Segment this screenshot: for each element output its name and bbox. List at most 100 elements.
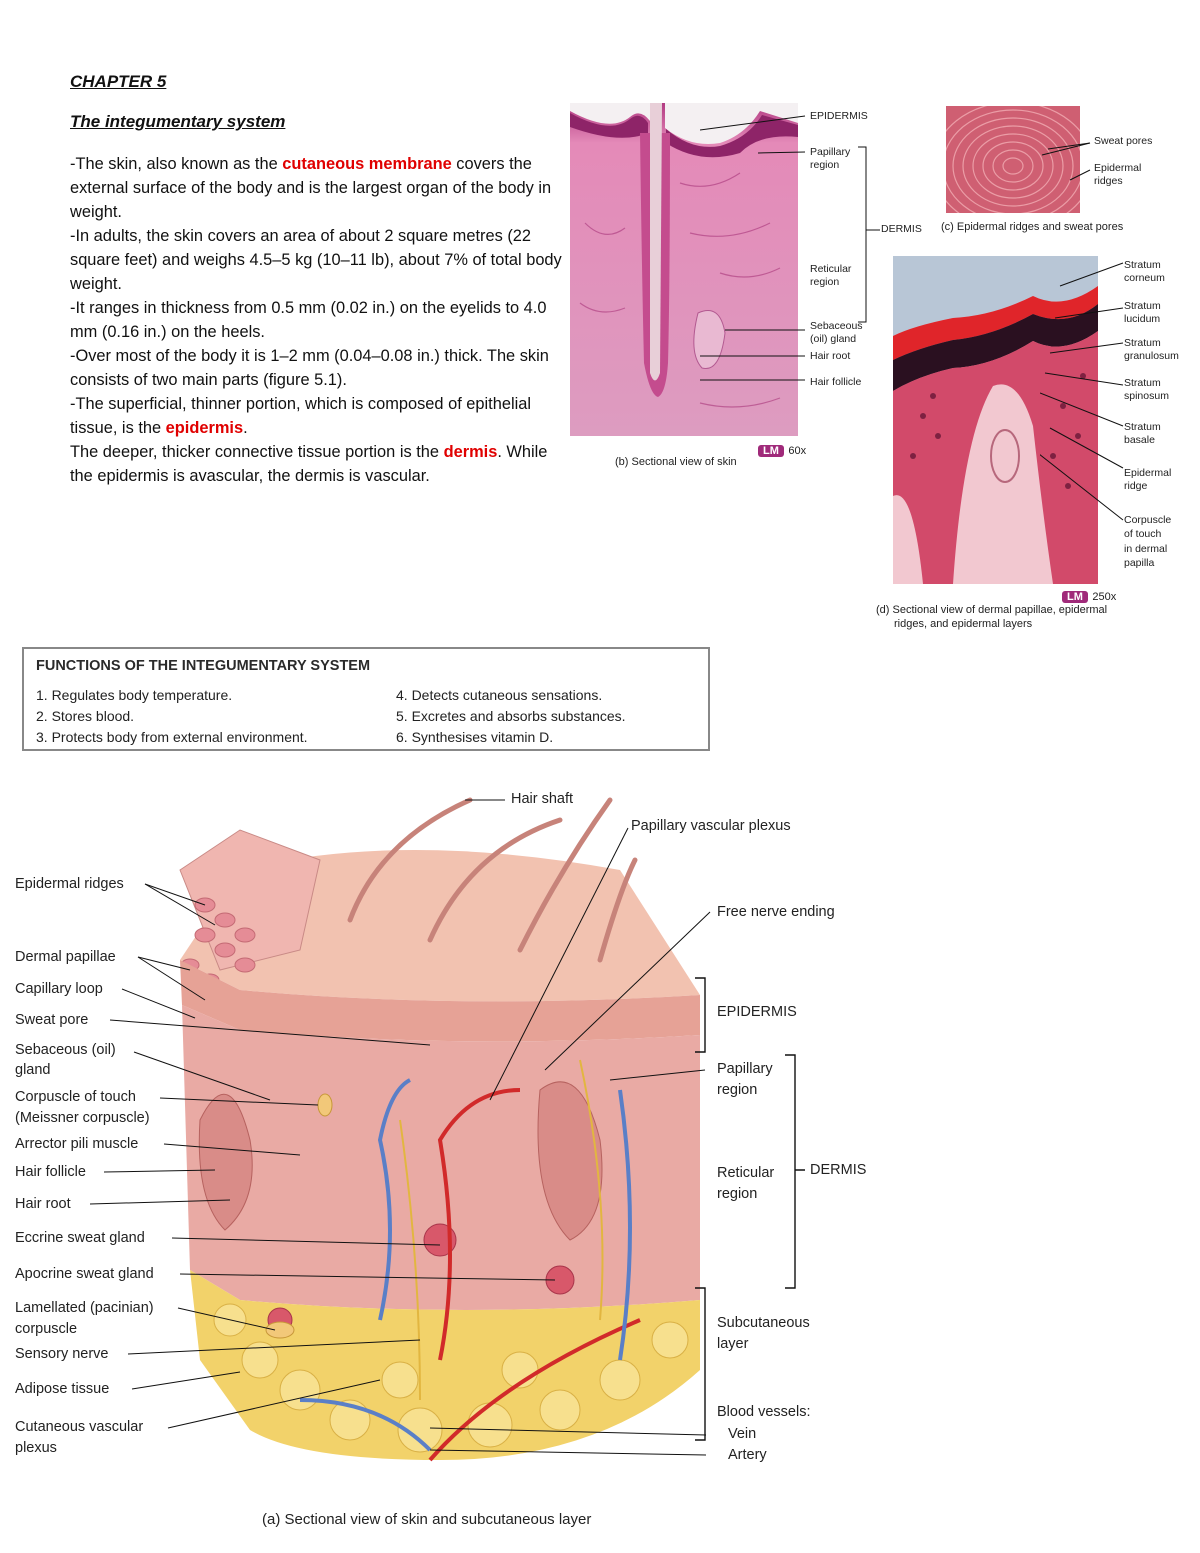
hair-shafts: [347, 797, 638, 963]
function-item: 6. Synthesises vitamin D.: [396, 729, 554, 745]
label-free-nerve-ending: Free nerve ending: [717, 904, 835, 920]
dermis-bracket: [858, 146, 880, 323]
label-sebaceous-gland-2: gland: [15, 1062, 51, 1078]
label-eccrine-sweat-gland: Eccrine sweat gland: [15, 1230, 145, 1246]
label-stratum-lucidum-2: lucidum: [1124, 313, 1161, 325]
text-run: The deeper, thicker connective tissue po…: [70, 443, 444, 461]
epidermis-layer: [180, 960, 700, 1042]
label-stratum-granulosum-2: granulosum: [1124, 350, 1179, 362]
label-reticular-region: Reticular: [717, 1165, 775, 1181]
figure-a-caption: (a) Sectional view of skin and subcutane…: [262, 1511, 592, 1528]
label-sweat-pore: Sweat pore: [15, 1012, 89, 1028]
label-corpuscle-of-touch-3: in dermal: [1124, 543, 1168, 555]
label-epidermis-a: EPIDERMIS: [717, 1004, 797, 1020]
chapter-title: CHAPTER 5: [70, 72, 167, 91]
label-epidermal-ridges: Epidermal ridges: [15, 876, 124, 892]
label-corpuscle-of-touch-2: of touch: [1124, 528, 1162, 540]
body-text: -The skin, also known as the cutaneous m…: [70, 152, 568, 488]
label-hair-follicle: Hair follicle: [15, 1164, 86, 1180]
paragraph-dermis: The deeper, thicker connective tissue po…: [70, 440, 568, 488]
label-sweat-pores: Sweat pores: [1094, 135, 1153, 147]
figure-c-leader-lines: [1041, 142, 1091, 181]
label-papillary: Papillary: [810, 146, 851, 158]
section-title: The integumentary system: [70, 112, 286, 131]
label-artery: Artery: [728, 1447, 767, 1463]
label-dermal-papillae: Dermal papillae: [15, 949, 116, 965]
label-lamellated-corpuscle: Lamellated (pacinian): [15, 1300, 154, 1316]
text-run: . While the epidermis is avascular, the …: [70, 443, 548, 485]
label-vein: Vein: [728, 1426, 757, 1442]
label-epidermal-ridge-2: ridge: [1124, 480, 1148, 492]
label-stratum-granulosum: Stratum: [1124, 337, 1161, 349]
figure-b-caption: (b) Sectional view of skin: [615, 456, 737, 468]
label-capillary-loop: Capillary loop: [15, 981, 103, 997]
label-papillary-region-2: region: [717, 1082, 758, 1098]
label-stratum-corneum: Stratum: [1124, 259, 1161, 271]
highlight-term: epidermis: [165, 419, 244, 437]
label-adipose-tissue: Adipose tissue: [15, 1381, 110, 1397]
function-item: 2. Stores blood.: [36, 708, 135, 724]
highlight-term: cutaneous membrane: [282, 155, 452, 173]
text-run: -The skin, also known as the: [70, 155, 283, 173]
label-stratum-spinosum-2: spinosum: [1124, 390, 1169, 402]
label-papillary-2: region: [810, 159, 840, 171]
layer-brackets: [695, 977, 805, 1441]
paragraph-skin-parts: -Over most of the body it is 1–2 mm (0.0…: [70, 347, 549, 389]
label-cutaneous-vascular-plexus-2: plexus: [15, 1440, 57, 1456]
label-hair-follicle: Hair follicle: [810, 376, 862, 388]
label-reticular-region-2: region: [717, 1186, 758, 1202]
text-run: .: [243, 419, 248, 437]
figure-d-leader-lines: [1040, 262, 1124, 521]
label-stratum-spinosum: Stratum: [1124, 377, 1161, 389]
label-dermis-a: DERMIS: [810, 1162, 867, 1178]
blood-vessels: [299, 1078, 641, 1462]
lm-badge: LM: [758, 445, 784, 457]
dermal-papillae: [180, 897, 256, 987]
label-lamellated-corpuscle-2: corpuscle: [15, 1321, 78, 1337]
label-stratum-corneum-2: corneum: [1124, 272, 1165, 284]
skin-block-diagram: [89, 797, 805, 1462]
functions-title: FUNCTIONS OF THE INTEGUMENTARY SYSTEM: [36, 658, 371, 674]
label-sebaceous-gland: Sebaceous (oil): [15, 1042, 116, 1058]
figure-d-caption: (d) Sectional view of dermal papillae, e…: [876, 604, 1108, 616]
label-corpuscle-of-touch-4: papilla: [1124, 557, 1155, 569]
label-reticular: Reticular: [810, 263, 852, 275]
micrograph-d-drawing: [893, 256, 1098, 584]
label-dermis: DERMIS: [881, 223, 922, 235]
label-apocrine-sweat-gland: Apocrine sweat gland: [15, 1266, 154, 1282]
paragraph-skin-area: -In adults, the skin covers an area of a…: [70, 227, 562, 293]
highlight-term: dermis: [443, 443, 498, 461]
label-corpuscle-of-touch: Corpuscle: [1124, 514, 1172, 526]
micrograph-epidermal-layers: [893, 256, 1098, 584]
label-subcutaneous-layer: Subcutaneous: [717, 1315, 810, 1331]
label-epidermal-ridges: Epidermal: [1094, 162, 1142, 174]
magnification: 60x: [788, 445, 807, 457]
fingerprint-drawing: [946, 106, 1080, 213]
micrograph-b-drawing: [570, 103, 798, 436]
label-subcutaneous-layer-2: layer: [717, 1336, 749, 1352]
label-hair-shaft: Hair shaft: [511, 791, 574, 807]
label-papillary-vascular-plexus: Papillary vascular plexus: [631, 818, 791, 834]
diagram-leader-lines: [89, 799, 711, 1456]
paragraph-epidermis: -The superficial, thinner portion, which…: [70, 392, 568, 440]
label-arrector-pili-muscle: Arrector pili muscle: [15, 1136, 139, 1152]
label-sebaceous-2: (oil) gland: [810, 333, 857, 345]
function-item: 3. Protects body from external environme…: [36, 729, 308, 745]
label-meissner-corpuscle: (Meissner corpuscle): [15, 1110, 150, 1126]
function-item: 5. Excretes and absorbs substances.: [396, 708, 626, 724]
functions-table: FUNCTIONS OF THE INTEGUMENTARY SYSTEM 1.…: [22, 647, 710, 751]
hair-follicles: [198, 1081, 603, 1241]
label-stratum-basale: Stratum: [1124, 421, 1161, 433]
label-blood-vessels: Blood vessels:: [717, 1404, 811, 1420]
figure-d-caption-2: ridges, and epidermal layers: [894, 618, 1033, 630]
label-hair-root: Hair root: [15, 1196, 71, 1212]
label-sensory-nerve: Sensory nerve: [15, 1346, 109, 1362]
fingerprint-image: [946, 106, 1080, 213]
label-papillary-region: Papillary: [717, 1061, 773, 1077]
label-cutaneous-vascular-plexus: Cutaneous vascular: [15, 1419, 144, 1435]
label-epidermal-ridge: Epidermal: [1124, 467, 1172, 479]
label-stratum-basale-2: basale: [1124, 434, 1155, 446]
label-epidermis: EPIDERMIS: [810, 110, 868, 122]
lm-250x: LM 250x: [1062, 587, 1116, 605]
label-reticular-2: region: [810, 276, 840, 288]
